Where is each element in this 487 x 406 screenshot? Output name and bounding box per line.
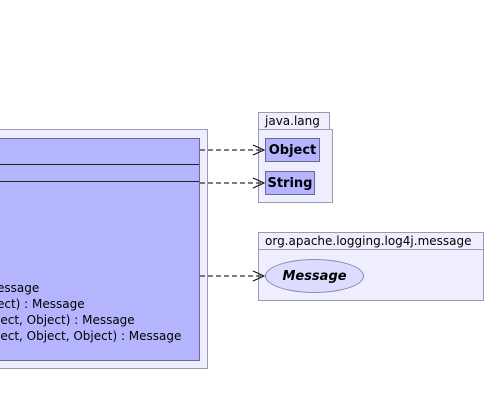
java-lang-package-tab: java.lang bbox=[258, 112, 330, 130]
log4j-message-package-header: org.apache.logging.log4j.message bbox=[259, 233, 483, 250]
class-string-label: String bbox=[267, 175, 313, 191]
arrowhead-string bbox=[252, 177, 266, 189]
class-object-label: Object bbox=[268, 142, 317, 158]
method-3: ject, Object) : Message bbox=[0, 313, 135, 327]
class-string[interactable]: String bbox=[265, 171, 315, 195]
arrowhead-object bbox=[252, 144, 266, 156]
method-1: essage bbox=[0, 281, 40, 295]
class-object[interactable]: Object bbox=[265, 138, 320, 162]
interface-message[interactable]: Message bbox=[265, 259, 364, 293]
arrowhead-message bbox=[252, 270, 266, 282]
log4j-message-package-name: org.apache.logging.log4j.message bbox=[265, 234, 472, 248]
method-4: ject, Object, Object) : Message bbox=[0, 329, 182, 343]
java-lang-package-name: java.lang bbox=[265, 114, 320, 128]
method-2: ect) : Message bbox=[0, 297, 85, 311]
class-separator-2 bbox=[0, 181, 199, 182]
class-separator-1 bbox=[0, 164, 199, 165]
main-class[interactable]: essage ect) : Message ject, Object) : Me… bbox=[0, 138, 200, 361]
interface-message-label: Message bbox=[282, 268, 347, 284]
